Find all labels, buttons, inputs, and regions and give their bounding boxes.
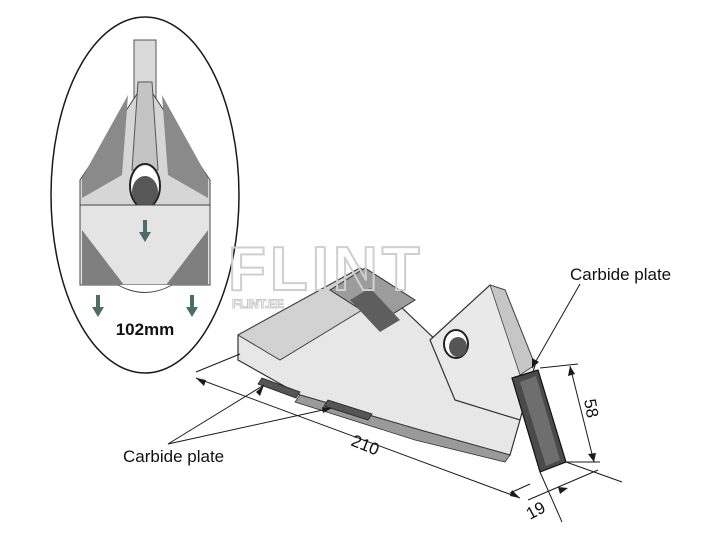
callout-carbide-top: Carbide plate <box>570 265 671 284</box>
inset-center-rib <box>131 81 159 171</box>
callout-carbide-bottom: Carbide plate <box>123 447 224 466</box>
inset-detail-view: 102mm <box>50 16 240 374</box>
dim-length-label: 210 <box>349 431 382 459</box>
inset-right-dark-face <box>162 95 208 198</box>
callout-top-leader <box>531 283 581 369</box>
watermark-main: FLINT <box>228 235 424 304</box>
inset-down-arrow-center <box>139 220 151 242</box>
inset-bolt-hole-shadow <box>132 176 158 208</box>
inset-down-arrow-left <box>92 295 104 317</box>
inset-lower-left-dark <box>82 230 124 285</box>
inset-left-dark-face <box>82 95 128 198</box>
dim-height-label: 58 <box>580 397 602 419</box>
inset-down-arrow-right <box>186 295 198 317</box>
watermark: FLINT FLINT.EE <box>227 234 424 312</box>
part-bolt-hole-shadow <box>449 337 467 357</box>
main-part-drawing <box>236 267 567 473</box>
base-carbide-plate-2 <box>323 399 373 421</box>
dim-width-label: 19 <box>523 498 549 524</box>
inset-lower-plate <box>79 204 211 286</box>
dimension-19 <box>527 461 623 523</box>
dimension-58 <box>539 363 600 463</box>
callout-bottom-leaders <box>167 384 333 445</box>
inset-bottom-notch <box>117 284 173 293</box>
inset-lower-right-dark <box>166 230 208 285</box>
dimension-210 <box>195 353 531 499</box>
watermark-sub: FLINT.EE <box>232 297 284 311</box>
front-carbide-plate-face <box>520 376 560 466</box>
part-rail-slot <box>350 288 400 332</box>
base-carbide-plate-1 <box>257 377 301 399</box>
inset-dimension-label: 102mm <box>116 320 175 339</box>
